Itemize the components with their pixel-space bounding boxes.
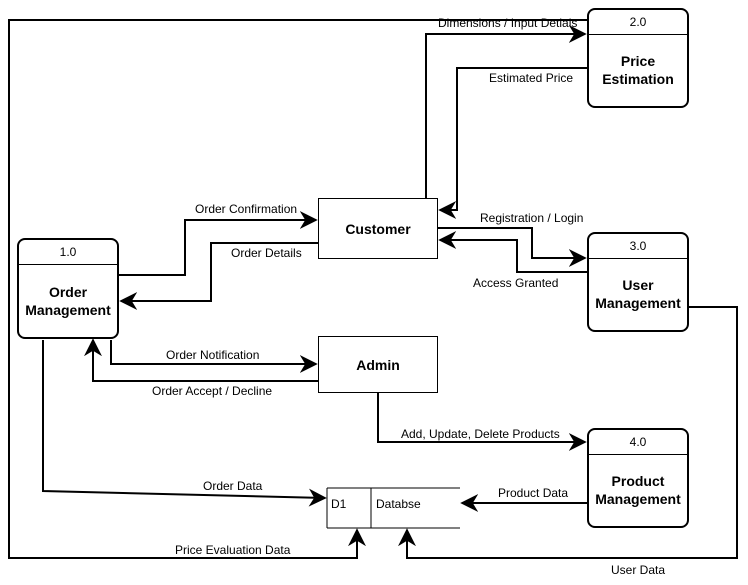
flow-registration-login	[438, 227, 587, 267]
flow-label-dimensions-input: Dimensions / Input Detials	[438, 16, 578, 30]
flow-label-order-notification: Order Notification	[166, 348, 260, 362]
entity-customer[interactable]: Customer	[318, 198, 438, 259]
flow-dimensions-input	[425, 25, 587, 198]
flow-order-details	[119, 242, 318, 310]
datastore-name[interactable]: Databse	[376, 497, 421, 511]
flow-label-add-update-delete: Add, Update, Delete Products	[401, 427, 560, 441]
datastore-id: D1	[331, 497, 347, 511]
process-order-management[interactable]: 1.0 Order Management	[17, 238, 119, 339]
flow-price-evaluation-data	[8, 19, 587, 559]
flow-order-data	[42, 340, 327, 507]
flow-add-update-delete	[377, 393, 587, 451]
process-price-estimation[interactable]: 2.0 Price Estimation	[587, 8, 689, 108]
flow-label-product-data: Product Data	[498, 486, 569, 500]
process-name: User Management	[595, 277, 681, 311]
flow-label-estimated-price: Estimated Price	[489, 71, 574, 85]
flow-user-data	[398, 306, 738, 559]
process-name: Product Management	[595, 473, 681, 507]
process-user-management[interactable]: 3.0 User Management	[587, 232, 689, 332]
flow-label-order-data: Order Data	[203, 479, 263, 493]
process-name: Order Management	[25, 283, 111, 318]
flow-access-granted	[438, 231, 587, 273]
flow-label-order-accept-decline: Order Accept / Decline	[152, 384, 273, 398]
flow-label-registration-login: Registration / Login	[480, 211, 584, 225]
flow-order-notification	[110, 340, 318, 373]
flow-label-order-confirmation: Order Confirmation	[195, 202, 298, 216]
datastore-outline	[326, 487, 460, 529]
flow-order-confirmation	[119, 211, 318, 276]
flow-label-order-details: Order Details	[231, 246, 302, 260]
process-product-management[interactable]: 4.0 Product Management	[587, 428, 689, 528]
flow-label-access-granted: Access Granted	[473, 276, 559, 290]
flow-estimated-price	[438, 67, 587, 219]
flow-label-price-evaluation-data: Price Evaluation Data	[175, 543, 291, 557]
flow-label-user-data: User Data	[611, 563, 666, 577]
entity-admin[interactable]: Admin	[318, 336, 438, 393]
flow-order-accept-decline	[84, 338, 318, 382]
process-number: 2.0	[589, 10, 687, 35]
process-number: 1.0	[19, 240, 117, 265]
process-number: 4.0	[589, 430, 687, 455]
process-name: Price Estimation	[602, 53, 674, 87]
process-number: 3.0	[589, 234, 687, 259]
